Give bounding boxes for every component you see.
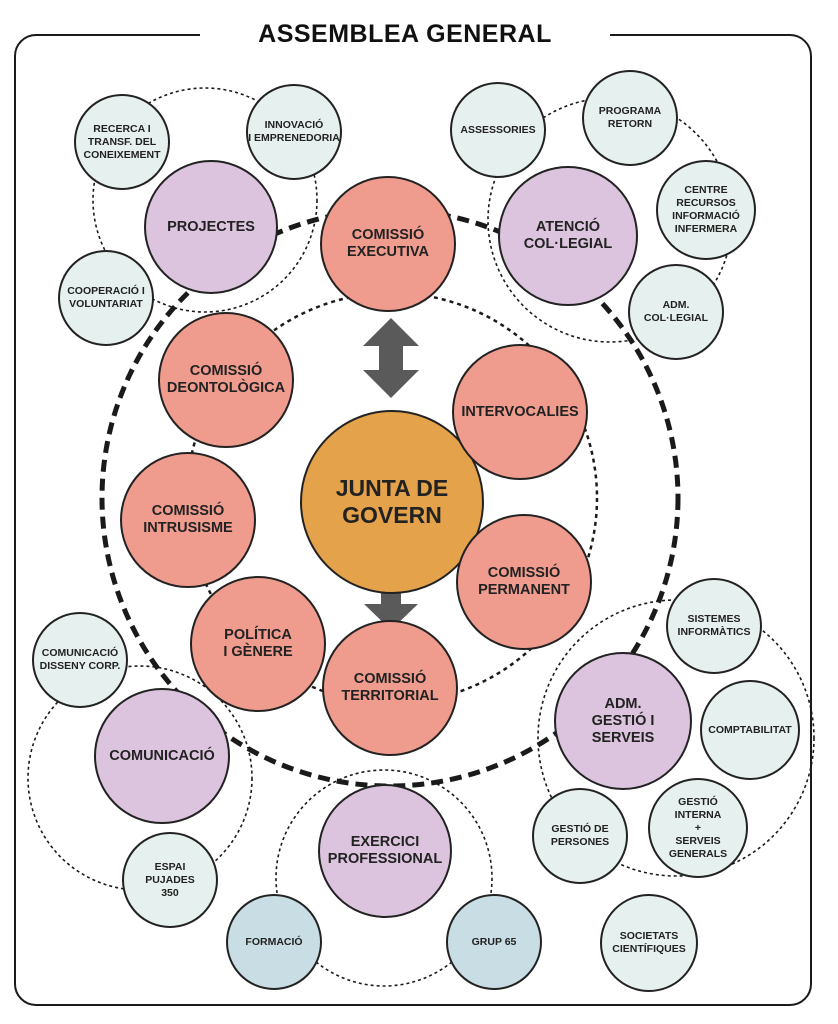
comissio-intrusisme[interactable]: COMISSIÓ INTRUSISME (120, 452, 256, 588)
area-adm-gestio-serveis[interactable]: ADM. GESTIÓ I SERVEIS (554, 652, 692, 790)
area-comunicacio[interactable]: COMUNICACIÓ (94, 688, 230, 824)
innovacio-emprenedoria[interactable]: INNOVACIÓ I EMPRENEDORIA (246, 84, 342, 180)
grup-65[interactable]: GRUP 65 (446, 894, 542, 990)
area-atencio-collegial[interactable]: ATENCIÓ COL·LEGIAL (498, 166, 638, 306)
projectes-ring (92, 87, 318, 313)
junta-de-govern[interactable]: JUNTA DE GOVERN (300, 410, 484, 594)
arrow-up-down-icon (363, 318, 419, 398)
arrow-down-icon (364, 590, 418, 630)
comissio-permanent[interactable]: COMISSIÓ PERMANENT (456, 514, 592, 650)
cooperacio-voluntariat[interactable]: COOPERACIÓ I VOLUNTARIAT (58, 250, 154, 346)
politica-i-genere[interactable]: POLÍTICA I GÈNERE (190, 576, 326, 712)
comissio-territorial[interactable]: COMISSIÓ TERRITORIAL (322, 620, 458, 756)
comptabilitat[interactable]: COMPTABILITAT (700, 680, 800, 780)
centre-recursos-informacio[interactable]: CENTRE RECURSOS INFORMACIÓ INFERMERA (656, 160, 756, 260)
adm-collegial[interactable]: ADM. COL·LEGIAL (628, 264, 724, 360)
programa-retorn[interactable]: PROGRAMA RETORN (582, 70, 678, 166)
area-exercici-professional[interactable]: EXERCICI PROFESSIONAL (318, 784, 452, 918)
comissio-deontologica[interactable]: COMISSIÓ DEONTOLÒGICA (158, 312, 294, 448)
espai-pujades[interactable]: ESPAI PUJADES 350 (122, 832, 218, 928)
assessories[interactable]: ASSESSORIES (450, 82, 546, 178)
societats-cientifiques[interactable]: SOCIETATS CIENTÍFIQUES (600, 894, 698, 992)
gestio-interna-serveis-generals[interactable]: GESTIÓ INTERNA + SERVEIS GENERALS (648, 778, 748, 878)
exercici-ring (275, 769, 493, 987)
intervocalies[interactable]: INTERVOCALIES (452, 344, 588, 480)
comunicacio-disseny[interactable]: COMUNICACIÓ DISSENY CORP. (32, 612, 128, 708)
gestio-de-persones[interactable]: GESTIÓ DE PERSONES (532, 788, 628, 884)
page-title: ASSEMBLEA GENERAL (200, 14, 610, 54)
sistemes-informatics[interactable]: SISTEMES INFORMÀTICS (666, 578, 762, 674)
formacio[interactable]: FORMACIÓ (226, 894, 322, 990)
comissio-executiva[interactable]: COMISSIÓ EXECUTIVA (320, 176, 456, 312)
area-projectes[interactable]: PROJECTES (144, 160, 278, 294)
recerca-transferencia[interactable]: RECERCA I TRANSF. DEL CONEIXEMENT (74, 94, 170, 190)
